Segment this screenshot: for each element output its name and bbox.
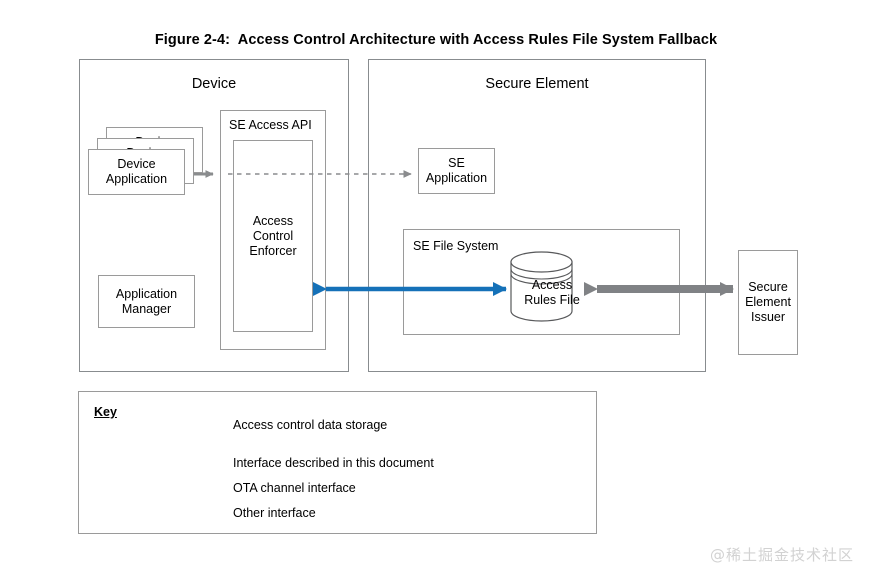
page-title: Figure 2-4: Access Control Architecture … [154, 32, 718, 48]
key-item-label-1: Interface described in this document [233, 456, 434, 470]
se-access-api-label: SE Access API [229, 118, 312, 132]
secure-element-issuer-label: Secure Element Issuer [745, 280, 791, 324]
device-panel-title: Device [191, 76, 237, 92]
watermark: @稀土掘金技术社区 [709, 546, 854, 564]
application-manager-box[interactable]: Application Manager [98, 275, 195, 328]
secure-element-panel-title: Secure Element [485, 76, 589, 92]
key-item-label-2: OTA channel interface [233, 481, 356, 495]
se-application-box[interactable]: SE Application [418, 148, 495, 194]
secure-element-issuer-box[interactable]: Secure Element Issuer [738, 250, 798, 355]
key-item-label-3: Other interface [233, 506, 316, 520]
device-application-box[interactable]: Device Application [88, 149, 185, 195]
se-application-label: SE Application [425, 156, 488, 185]
key-panel [78, 391, 597, 534]
access-rules-file-label: Access Rules File [524, 278, 580, 307]
access-control-enforcer-box[interactable]: Access Control Enforcer [233, 140, 313, 332]
application-manager-label: Application Manager [115, 286, 178, 316]
access-control-enforcer-label: Access Control Enforcer [249, 213, 297, 258]
key-title: Key [94, 405, 117, 419]
key-item-label-0: Access control data storage [233, 418, 388, 432]
se-file-system-label: SE File System [413, 239, 499, 253]
device-application-label: Device Application [105, 157, 168, 186]
